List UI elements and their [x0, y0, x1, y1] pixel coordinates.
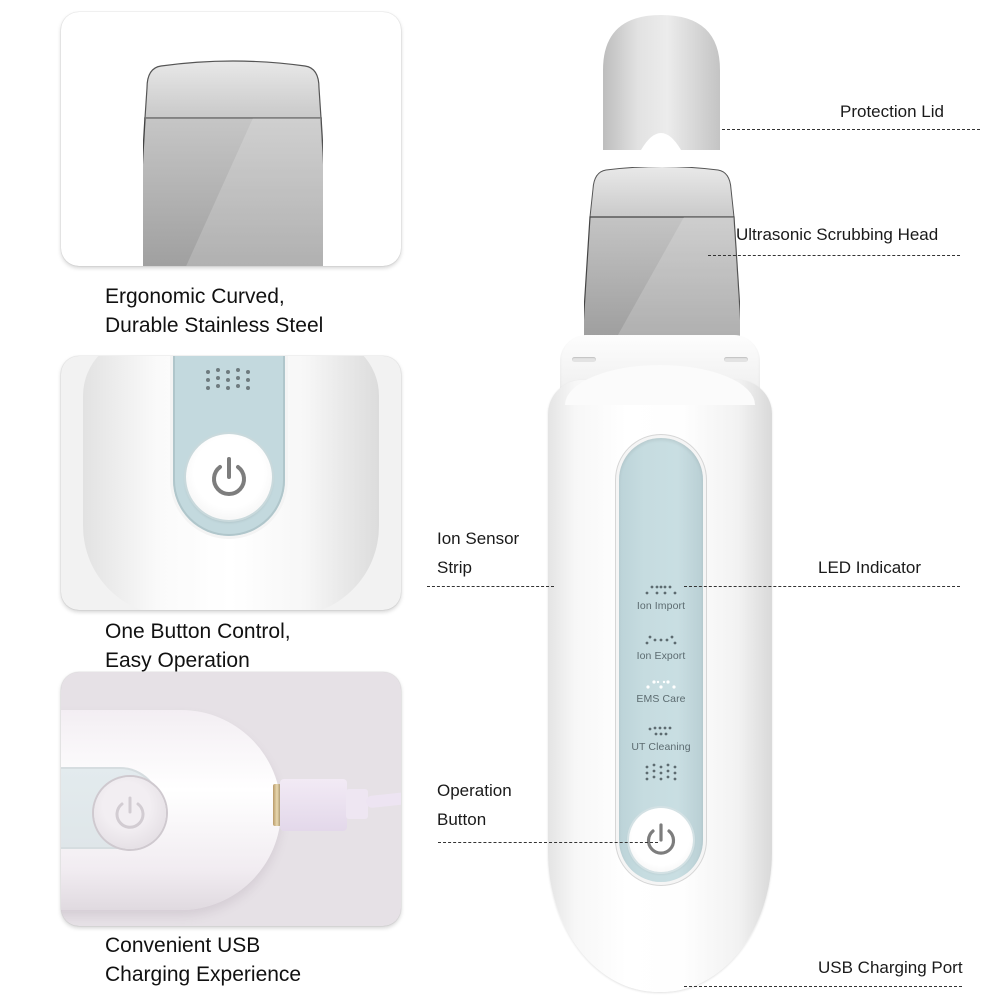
callout-label: Strip [437, 558, 472, 577]
stainless-head-image [143, 60, 323, 266]
feature-card-steel-head [61, 12, 401, 266]
led-dots-icon [206, 368, 250, 390]
callout-label: Ion Sensor [437, 529, 520, 548]
caption-line: Easy Operation [105, 649, 250, 672]
usb-plug-image [280, 779, 347, 831]
feature-card-one-button [61, 356, 401, 610]
led-mode-label: Ion Export [636, 650, 686, 662]
power-icon [115, 796, 145, 829]
callout-label: LED Indicator [818, 558, 921, 577]
feature-caption-one-button: One Button Control, Easy Operation [105, 617, 291, 675]
callout-ion-sensor-strip: Ion Sensor Strip [437, 524, 519, 582]
feature-caption-steel-head: Ergonomic Curved, Durable Stainless Stee… [105, 282, 323, 340]
callout-usb-port: USB Charging Port [818, 953, 963, 982]
usb-connector-icon [273, 784, 281, 826]
callout-scrubbing-head: Ultrasonic Scrubbing Head [736, 220, 938, 249]
leader-line [684, 586, 960, 587]
leader-line [722, 129, 980, 130]
leader-line [438, 842, 658, 843]
led-mode-ems-care: EMS Care [619, 678, 703, 705]
caption-line: Charging Experience [105, 963, 302, 986]
callout-label: Protection Lid [840, 102, 944, 121]
feature-caption-usb-charging: Convenient USB Charging Experience [105, 931, 301, 989]
skin-scrubber-device: Ion Import Ion Export EMS Care UT Cleani… [540, 10, 780, 1000]
led-dots-icon [645, 585, 677, 595]
power-icon [212, 457, 246, 496]
power-button-side [94, 777, 166, 849]
caption-line: One Button Control, [105, 620, 291, 643]
led-mode-label: EMS Care [636, 693, 686, 705]
callout-label: Ultrasonic Scrubbing Head [736, 225, 939, 244]
collar-vent [572, 357, 596, 362]
led-mode-label: Ion Import [636, 600, 686, 612]
callout-label: Button [437, 810, 487, 829]
power-button-closeup [186, 434, 272, 520]
ultrasonic-scrubbing-head-image [584, 167, 740, 343]
caption-line: Durable Stainless Steel [105, 314, 324, 337]
led-mode-ion-export: Ion Export [619, 633, 703, 662]
usb-cable-image [365, 791, 401, 809]
caption-line: Ergonomic Curved, [105, 285, 285, 308]
callout-label: USB Charging Port [818, 958, 963, 977]
led-dots-lit-icon [646, 680, 676, 689]
led-dots-icon [648, 726, 672, 736]
callout-operation-button: Operation Button [437, 776, 512, 834]
led-mode-ion-import: Ion Import [619, 583, 703, 612]
led-mode-ut-cleaning: UT Cleaning [619, 724, 703, 753]
led-dots-icon [645, 635, 677, 645]
feature-card-usb-charging [61, 672, 401, 926]
power-icon [646, 823, 676, 855]
operation-power-button[interactable] [629, 808, 693, 872]
collar-vent [724, 357, 748, 362]
leader-line [708, 255, 960, 256]
callout-label: Operation [437, 781, 512, 800]
caption-line: Convenient USB [105, 934, 261, 957]
leader-line [684, 986, 962, 987]
usb-plug-neck [346, 789, 368, 819]
callout-led-indicator: LED Indicator [818, 553, 921, 582]
callout-protection-lid: Protection Lid [840, 97, 944, 126]
led-dots-icon [645, 763, 677, 781]
led-mode-label: UT Cleaning [631, 741, 691, 753]
leader-line [427, 586, 554, 587]
protection-lid-image [603, 15, 720, 150]
